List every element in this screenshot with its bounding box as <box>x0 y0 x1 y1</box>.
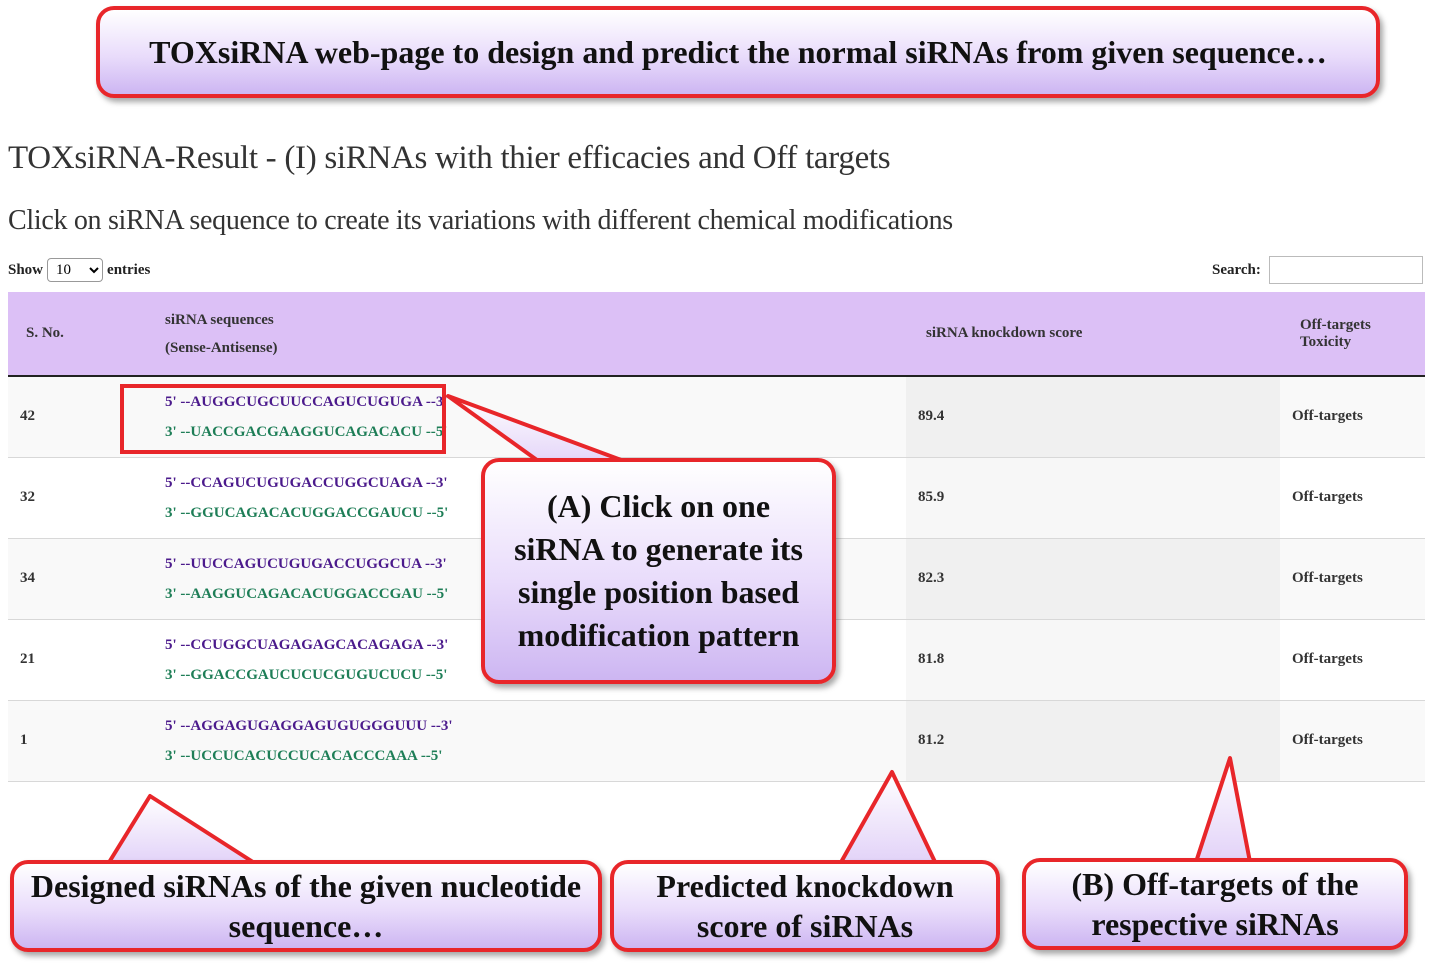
page-subtitle: Click on siRNA sequence to create its va… <box>8 205 953 236</box>
search-control: Search: <box>1212 256 1423 284</box>
search-input[interactable] <box>1268 256 1423 284</box>
title-banner: TOXsiRNA web-page to design and predict … <box>96 6 1380 98</box>
offtargets-link[interactable]: Off-targets <box>1292 408 1363 425</box>
entries-label: entries <box>107 261 151 278</box>
callout-offtargets-text: (B) Off-targets of the respective siRNAs <box>1071 866 1359 942</box>
callout-click-sirna: (A) Click on one siRNA to generate its s… <box>481 458 836 684</box>
antisense-sequence-link[interactable]: 3' --UACCGACGAAGGUCAGACACU --5' <box>165 423 448 440</box>
row-score: 81.8 <box>906 619 1280 700</box>
header-score[interactable]: siRNA knockdown score <box>926 325 1083 341</box>
table-row: 1 5' --AGGAGUGAGGAGUGUGGGUUU --3' 3' --U… <box>8 700 1425 781</box>
offtargets-link[interactable]: Off-targets <box>1292 570 1363 586</box>
sense-sequence-link[interactable]: 5' --CCAGUCUGUGACCUGGCUAGA --3' <box>165 474 448 491</box>
row-sno: 1 <box>20 732 28 748</box>
results-table: S. No. siRNA sequences (Sense-Antisense)… <box>8 292 1425 782</box>
row-sequence: 5' --UUCCAGUCUGUGACCUGGCUA --3' 3' --AAG… <box>145 538 906 619</box>
antisense-sequence-link[interactable]: 3' --UCCUCACUCCUCACACCCAAA --5' <box>165 747 443 764</box>
callout-score-pointer <box>838 770 938 866</box>
callout-knockdown-score: Predicted knockdown score of siRNAs <box>610 860 1000 952</box>
table-row: 42 5' --AUGGCUGCUUCCAGUCUGUGA --3' 3' --… <box>8 376 1425 457</box>
sense-sequence-link[interactable]: 5' --CCUGGCUAGAGAGCACAGAGA --3' <box>165 636 449 653</box>
row-score: 85.9 <box>906 457 1280 538</box>
row-sno: 34 <box>20 570 35 586</box>
header-sno[interactable]: S. No. <box>26 325 64 341</box>
header-sequences-line2: (Sense-Antisense) <box>165 339 278 356</box>
callout-designed-sirnas: Designed siRNAs of the given nucleotide … <box>10 860 602 952</box>
header-sequences[interactable]: siRNA sequences (Sense-Antisense) <box>145 292 906 376</box>
sense-sequence-link[interactable]: 5' --UUCCAGUCUGUGACCUGGCUA --3' <box>165 555 447 572</box>
callout-knockdown-score-text: Predicted knockdown score of siRNAs <box>656 868 954 944</box>
row-sequence: 5' --AGGAGUGAGGAGUGUGGGUUU --3' 3' --UCC… <box>145 700 906 781</box>
offtargets-link[interactable]: Off-targets <box>1292 732 1363 748</box>
sense-sequence-link[interactable]: 5' --AUGGCUGCUUCCAGUCUGUGA --3' <box>165 393 448 410</box>
show-label: Show <box>8 261 44 278</box>
callout-designed-pointer <box>106 794 258 866</box>
callout-offtargets: (B) Off-targets of the respective siRNAs <box>1022 858 1408 950</box>
row-sequence: 5' --AUGGCUGCUUCCAGUCUGUGA --3' 3' --UAC… <box>145 376 906 457</box>
entries-select[interactable]: 10 <box>47 258 104 282</box>
header-offtargets[interactable]: Off-targets Toxicity <box>1300 316 1371 350</box>
antisense-sequence-link[interactable]: 3' --GGUCAGACACUGGACCGAUCU --5' <box>165 504 449 521</box>
row-score: 89.4 <box>906 376 1280 457</box>
row-score: 82.3 <box>906 538 1280 619</box>
antisense-sequence-link[interactable]: 3' --AAGGUCAGACACUGGACCGAU --5' <box>165 585 449 602</box>
header-sequences-line1: siRNA sequences <box>165 311 274 328</box>
callout-designed-sirnas-text: Designed siRNAs of the given nucleotide … <box>30 868 582 944</box>
row-sno: 21 <box>20 651 35 667</box>
sense-sequence-link[interactable]: 5' --AGGAGUGAGGAGUGUGGGUUU --3' <box>165 717 453 734</box>
row-sno: 42 <box>20 408 35 425</box>
antisense-sequence-link[interactable]: 3' --GGACCGAUCUCUCGUGUCUCU --5' <box>165 666 448 683</box>
search-label: Search: <box>1212 261 1261 278</box>
offtargets-link[interactable]: Off-targets <box>1292 489 1363 505</box>
callout-click-sirna-text: (A) Click on one siRNA to generate its s… <box>514 487 803 654</box>
page-title: TOXsiRNA-Result - (I) siRNAs with thier … <box>8 140 891 176</box>
title-banner-text: TOXsiRNA web-page to design and predict … <box>149 34 1327 70</box>
row-sequence: 5' --CCUGGCUAGAGAGCACAGAGA --3' 3' --GGA… <box>145 619 906 700</box>
entries-length-control: Show 10 entries <box>8 258 150 282</box>
offtargets-link[interactable]: Off-targets <box>1292 651 1363 667</box>
row-sno: 32 <box>20 489 35 505</box>
row-score: 81.2 <box>906 700 1280 781</box>
row-sequence: 5' --CCAGUCUGUGACCUGGCUAGA --3' 3' --GGU… <box>145 457 906 538</box>
table-header-row: S. No. siRNA sequences (Sense-Antisense)… <box>8 292 1425 376</box>
